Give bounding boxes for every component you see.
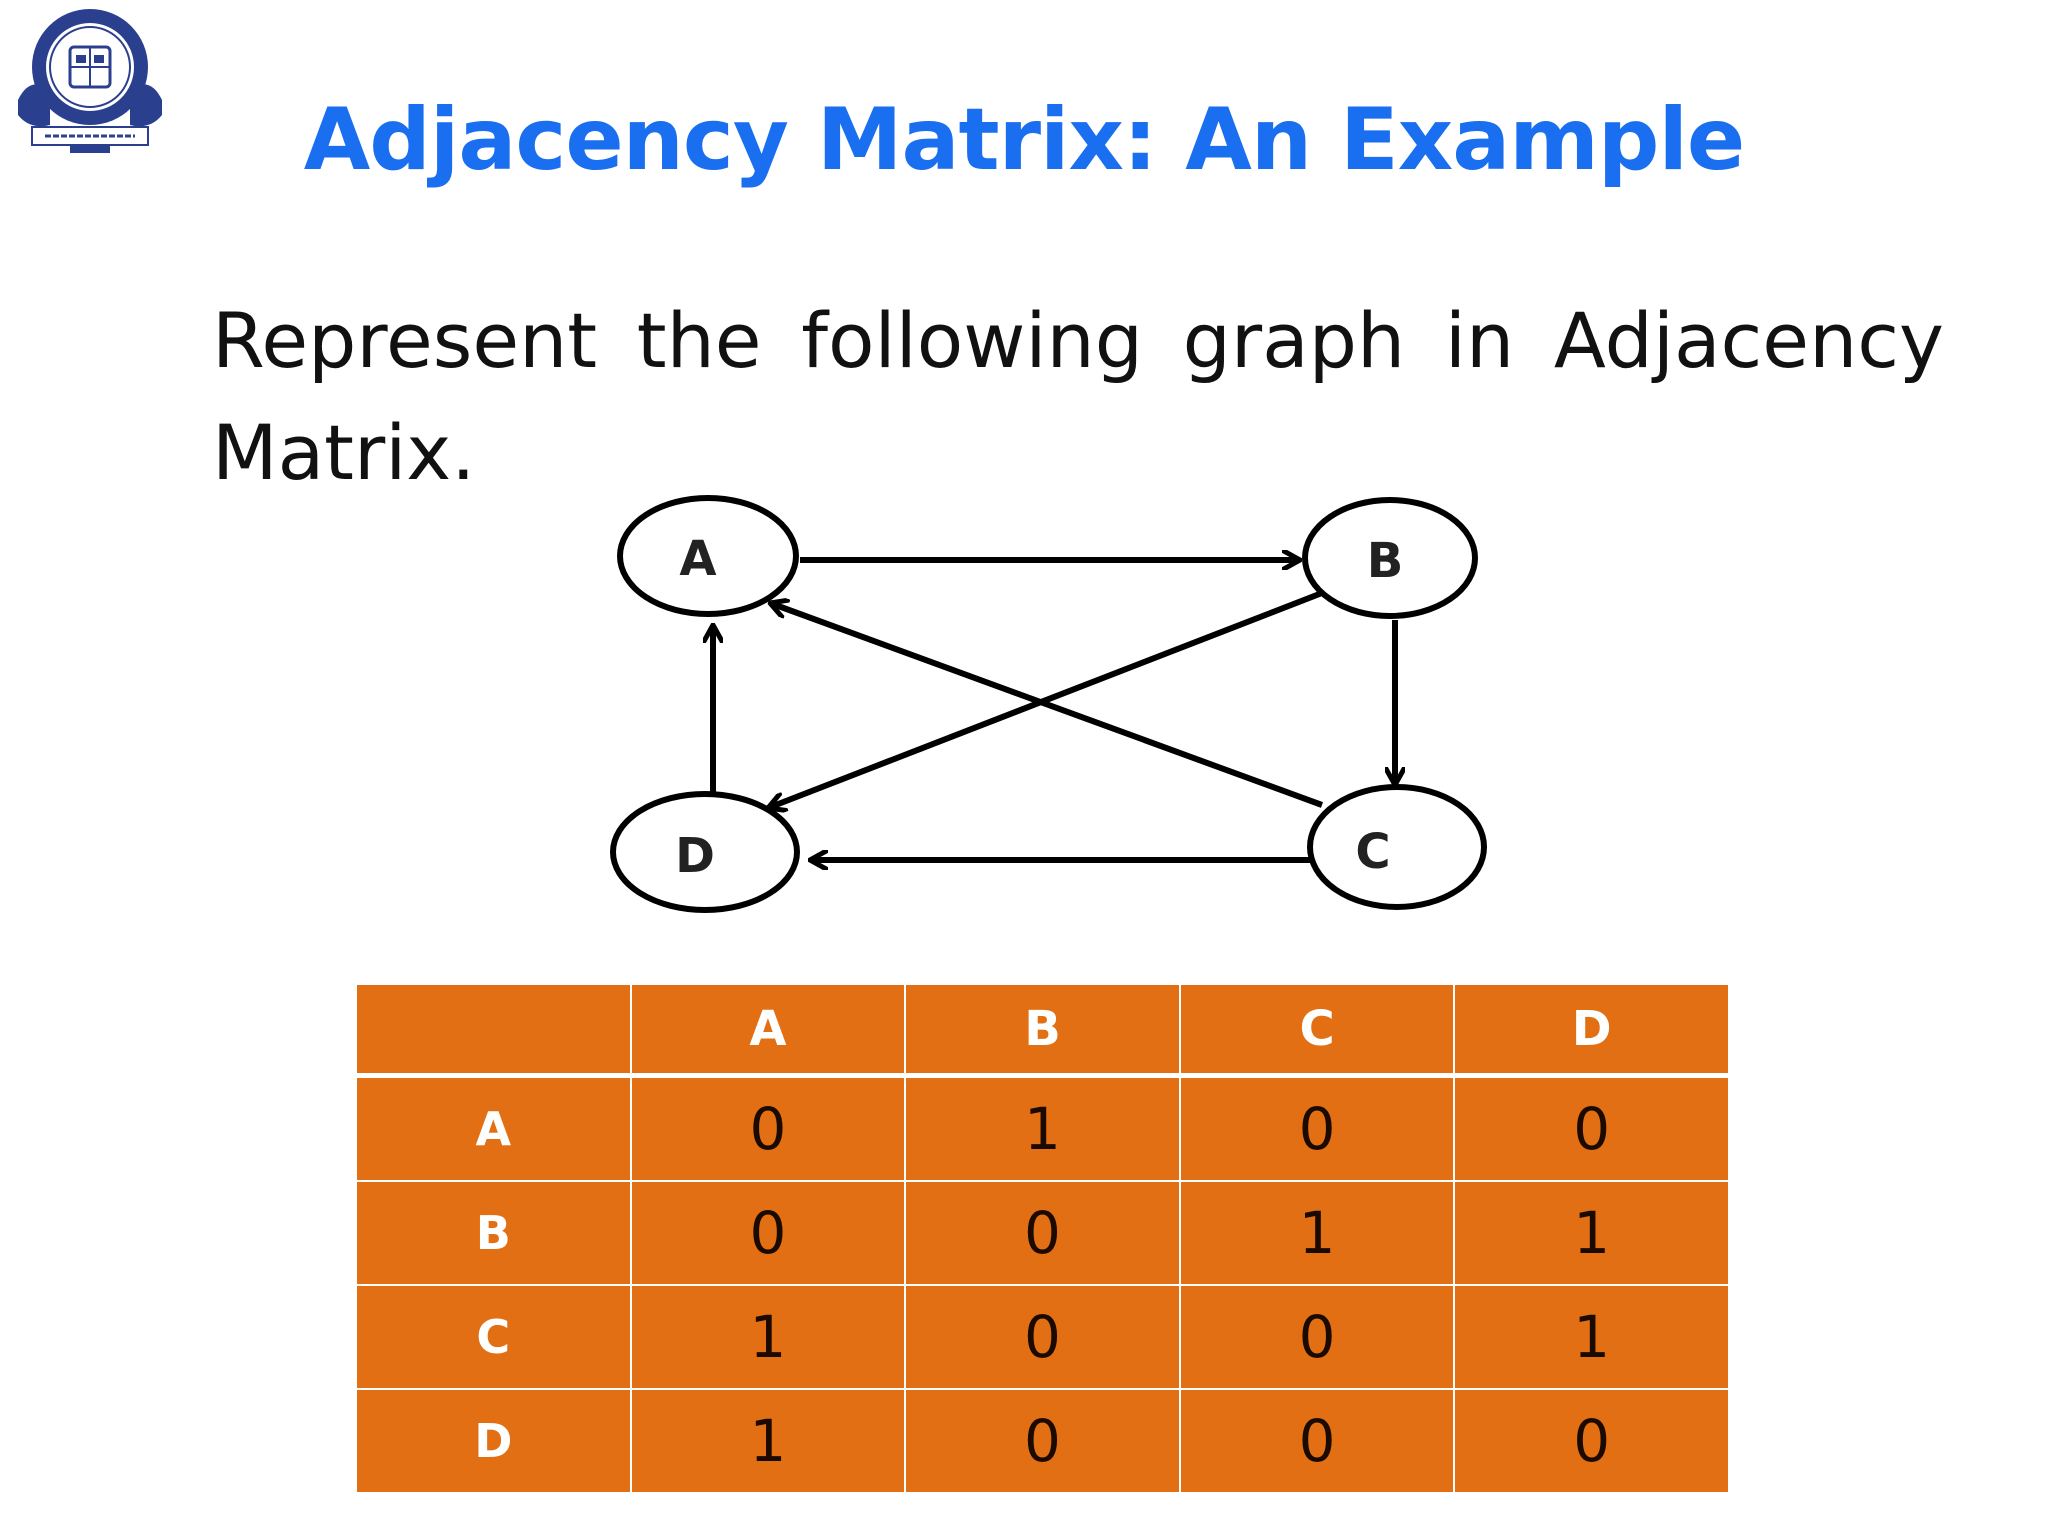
row-header-d: D xyxy=(355,1388,632,1494)
table-row: D 1 0 0 0 xyxy=(355,1388,1730,1494)
matrix-cell: 1 xyxy=(1453,1284,1730,1390)
matrix-cell: 1 xyxy=(904,1074,1181,1182)
node-c xyxy=(1307,784,1487,910)
matrix-cell: 0 xyxy=(1178,1074,1456,1182)
column-header-a: A xyxy=(629,983,907,1078)
matrix-cell: 0 xyxy=(904,1284,1181,1390)
node-label-d: D xyxy=(675,828,715,884)
university-logo-icon xyxy=(18,9,162,153)
instruction-text: Represent the following graph in Adjacen… xyxy=(212,296,1944,497)
row-header-b: B xyxy=(355,1180,632,1286)
matrix-cell: 0 xyxy=(1453,1388,1730,1494)
table-row: C 1 0 0 1 xyxy=(355,1284,1730,1390)
matrix-cell: 0 xyxy=(1178,1284,1456,1390)
column-header-d: D xyxy=(1453,983,1730,1078)
matrix-cell: 0 xyxy=(904,1180,1181,1286)
table-header-row: A B C D xyxy=(355,983,1730,1078)
node-label-b: B xyxy=(1367,533,1404,589)
column-header-b: B xyxy=(904,983,1181,1078)
node-label-a: A xyxy=(679,531,716,587)
matrix-cell: 0 xyxy=(629,1074,907,1182)
table-row: A 0 1 0 0 xyxy=(355,1074,1730,1182)
row-header-a: A xyxy=(355,1074,632,1182)
slide-title: Adjacency Matrix: An Example xyxy=(303,90,1746,190)
adjacency-matrix-table: A B C D A 0 1 0 0 B 0 0 1 1 C 1 0 0 1 D xyxy=(355,983,1730,1494)
column-header-c: C xyxy=(1178,983,1456,1078)
matrix-cell: 0 xyxy=(1453,1074,1730,1182)
node-d xyxy=(610,791,800,913)
node-a xyxy=(617,495,799,617)
matrix-cell: 1 xyxy=(1453,1180,1730,1286)
node-b xyxy=(1302,497,1478,619)
matrix-cell: 0 xyxy=(629,1180,907,1286)
row-header-c: C xyxy=(355,1284,632,1390)
edge-c-a xyxy=(770,603,1324,808)
matrix-cell: 0 xyxy=(904,1388,1181,1494)
corner-cell xyxy=(355,983,632,1078)
node-label-c: C xyxy=(1355,824,1390,880)
matrix-cell: 0 xyxy=(1178,1388,1456,1494)
table-row: B 0 0 1 1 xyxy=(355,1180,1730,1286)
matrix-cell: 1 xyxy=(629,1284,907,1390)
edge-b-d xyxy=(768,590,1324,808)
matrix-cell: 1 xyxy=(1178,1180,1456,1286)
matrix-cell: 1 xyxy=(629,1388,907,1494)
